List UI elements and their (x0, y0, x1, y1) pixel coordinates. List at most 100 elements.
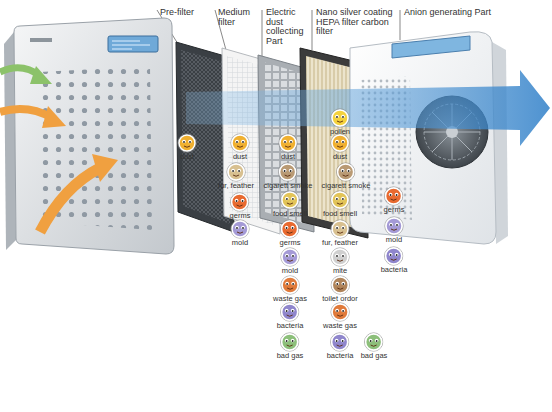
icon-ring (281, 191, 299, 209)
icon-ring (385, 187, 403, 205)
icon-eye (235, 140, 239, 144)
leader-line (262, 10, 263, 57)
icon-pupil (286, 255, 288, 257)
contaminant-item: mold (384, 216, 404, 244)
part-label-box: Pre-filter (160, 8, 208, 18)
contaminant-icon (278, 162, 298, 182)
icon-pupil (370, 340, 372, 342)
contaminant-icon (330, 302, 350, 322)
back-display (392, 36, 470, 58)
icon-mouth (184, 146, 190, 147)
icon-eye (291, 226, 295, 230)
icon-eye (289, 169, 293, 173)
contaminant-item: mite (330, 247, 350, 275)
icon-pupil (336, 310, 338, 312)
icon-eye (335, 339, 339, 343)
icon-pupil (348, 170, 350, 172)
icon-mouth (343, 175, 349, 176)
contaminant-label: waste gas (273, 295, 307, 303)
purifier-back-unit (350, 32, 508, 244)
contaminant-label: fur, feather (218, 182, 254, 190)
icon-body (232, 135, 248, 151)
icon-pupil (336, 340, 338, 342)
icon-eye (389, 223, 393, 227)
contaminant-label: mold (230, 239, 250, 247)
icon-mouth (287, 232, 293, 233)
icon-eye (341, 339, 345, 343)
contaminant-label: fur, feather (322, 239, 358, 247)
icon-pupil (342, 283, 344, 285)
icon-mouth (337, 121, 343, 122)
icon-ring (281, 333, 299, 351)
icon-body (228, 164, 244, 180)
contaminant-icon (330, 108, 350, 128)
icon-body (332, 135, 348, 151)
icon-eye (335, 282, 339, 286)
icon-eye (241, 199, 245, 203)
icon-eye (341, 282, 345, 286)
contaminant-item: mold (280, 247, 300, 275)
icon-pupil (336, 227, 338, 229)
icon-ring (231, 193, 249, 211)
icon-mouth (285, 146, 291, 147)
part-label: Anion generating Part (404, 8, 504, 18)
icon-body (386, 248, 402, 264)
icon-ring (331, 191, 349, 209)
icon-ring (281, 303, 299, 321)
contaminant-label: bacteria (277, 322, 304, 330)
icon-pupil (238, 170, 240, 172)
contaminant-label: food smell (323, 210, 357, 218)
icon-pupil (242, 141, 244, 143)
contaminant-item: food smell (323, 190, 357, 218)
contaminant-icon (280, 219, 300, 239)
contaminant-label: mite (330, 267, 350, 275)
contaminant-label: waste gas (323, 322, 357, 330)
icon-mouth (337, 288, 343, 289)
contaminant-label: bad gas (277, 352, 304, 360)
contaminant-item: germs (280, 219, 301, 247)
icon-ring (231, 134, 249, 152)
icon-body (332, 192, 348, 208)
contaminant-item: mold (230, 219, 250, 247)
contaminant-icon (280, 302, 300, 322)
icon-mouth (371, 345, 377, 346)
icon-eye (389, 193, 393, 197)
contaminant-item: fur, feather (218, 162, 254, 190)
icon-body (332, 221, 348, 237)
contaminant-label: dust (278, 153, 298, 161)
contaminant-icon (330, 275, 350, 295)
icon-mouth (391, 259, 397, 260)
contaminant-icon (177, 133, 197, 153)
icon-body (386, 188, 402, 204)
contaminant-item: bacteria (327, 332, 354, 360)
icon-body (282, 249, 298, 265)
icon-eye (237, 169, 241, 173)
icon-pupil (342, 255, 344, 257)
part-label-box: Nano silver coating HEPA filter carbon f… (316, 8, 400, 37)
icon-mouth (233, 175, 239, 176)
icon-ring (227, 163, 245, 181)
icon-eye (241, 140, 245, 144)
icon-ring (231, 220, 249, 238)
icon-eye (285, 254, 289, 258)
contaminant-item: food smell (273, 190, 307, 218)
contaminant-item: waste gas (323, 302, 357, 330)
icon-pupil (236, 141, 238, 143)
icon-pupil (376, 340, 378, 342)
contaminant-label: dust (177, 153, 197, 161)
contaminant-item: dust (177, 133, 197, 161)
contaminant-icon (330, 133, 350, 153)
contaminant-label: mold (384, 236, 404, 244)
icon-pupil (292, 310, 294, 312)
icon-eye (389, 253, 393, 257)
purifier-front (4, 18, 174, 254)
icon-pupil (396, 194, 398, 196)
icon-eye (231, 169, 235, 173)
icon-mouth (391, 199, 397, 200)
icon-mouth (237, 205, 243, 206)
icon-body (232, 194, 248, 210)
icon-pupil (232, 170, 234, 172)
contaminant-item: cigarett smoke (264, 162, 313, 190)
orange-arrow (0, 109, 52, 118)
icon-ring (331, 333, 349, 351)
